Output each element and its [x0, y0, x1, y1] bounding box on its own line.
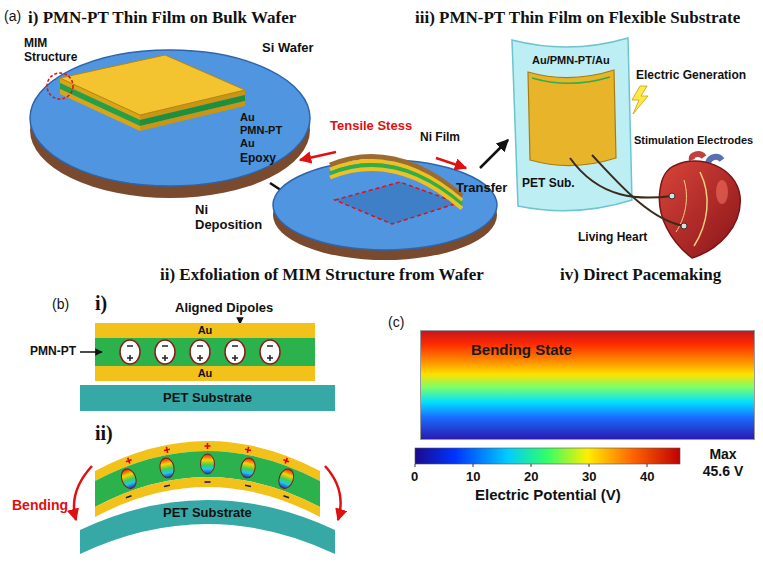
wafer-after-exfoliation: [273, 160, 497, 260]
highlight-ring: [47, 73, 73, 99]
action-label: Bending: [12, 497, 68, 514]
axis-title: Electric Potential (V): [475, 486, 621, 504]
tick-label: 20: [524, 469, 538, 484]
tick-label: 30: [582, 469, 596, 484]
stress-label: Tensile Stess: [330, 118, 412, 133]
part-label: Au/PMN-PT/Au: [532, 54, 610, 67]
scale-max-label: Max 45.6 V: [694, 446, 752, 479]
layer-label: Epoxy: [240, 151, 276, 165]
stimulation-wires: [570, 155, 684, 226]
sub-panel-number: ii): [95, 422, 113, 446]
substrate-layer: PET Substrate: [80, 385, 335, 411]
part-label: Stimulation Electrodes: [634, 134, 753, 147]
electrode-layer: Au: [95, 323, 315, 338]
panel-heading: iv) Direct Pacemaking: [560, 265, 721, 285]
potential-map: Bending State: [420, 330, 755, 440]
pmnpt-layer: [95, 338, 315, 366]
part-label: MIM Structure: [24, 36, 86, 64]
mim-stack: [60, 55, 245, 131]
spark-symbol: [632, 86, 648, 114]
tick-label: 0: [411, 469, 418, 484]
bending-arrow: [325, 466, 341, 520]
panel-heading: iii) PMN-PT Thin Film on Flexible Substr…: [415, 8, 740, 28]
layer-label: Au: [240, 137, 255, 150]
layer-label: Au: [240, 111, 255, 124]
node-text: PET Substrate: [163, 391, 252, 406]
dipole-symbols: [119, 454, 297, 491]
part-label: PET Sub.: [522, 176, 575, 190]
panel-letter: (c): [388, 314, 404, 331]
node-text: Au: [198, 324, 213, 337]
part-label: Ni Film: [420, 130, 460, 144]
leader-arrow: [80, 351, 102, 353]
step-label: Ni Deposition: [195, 202, 269, 233]
bent-substrate: PET Substrate: [80, 484, 335, 554]
panel-letter: (b): [52, 296, 69, 313]
part-label: Aligned Dipoles: [175, 300, 273, 315]
tick-marks: [415, 464, 647, 467]
stress-arrow: [300, 152, 336, 160]
node-text: Au: [198, 367, 213, 380]
flexible-device: [512, 38, 632, 211]
step-label: Transfer: [456, 180, 507, 195]
sub-panel-number: i): [95, 292, 107, 316]
color-bar: [415, 448, 680, 464]
bending-arrow: [74, 466, 92, 520]
heart-illustration: [659, 154, 740, 258]
part-label: Si Wafer: [262, 40, 314, 55]
panel-heading: i) PMN-PT Thin Film on Bulk Wafer: [28, 8, 296, 28]
electrode-dot: [669, 193, 675, 199]
process-arrow: [480, 140, 508, 168]
node-text: Bending State: [471, 341, 572, 358]
panel-letter: (a): [4, 8, 21, 25]
charge-symbols: [125, 443, 290, 498]
stress-arrow: [436, 158, 466, 168]
part-label: PMN-PT: [30, 344, 76, 358]
layer-label: PMN-PT: [240, 124, 282, 137]
tick-label: 40: [640, 469, 654, 484]
node-text: PET Substrate: [163, 506, 252, 521]
bulk-wafer: [30, 50, 310, 198]
tick-label: 10: [466, 469, 480, 484]
electrode-layer: Au: [95, 366, 315, 381]
panel-heading: ii) Exfoliation of MIM Structure from Wa…: [160, 265, 484, 285]
part-label: Living Heart: [578, 230, 647, 244]
dipole-symbols: [120, 340, 280, 364]
electrode-dot: [681, 223, 687, 229]
part-label: Electric Generation: [636, 68, 746, 82]
peeled-film: [330, 156, 462, 208]
